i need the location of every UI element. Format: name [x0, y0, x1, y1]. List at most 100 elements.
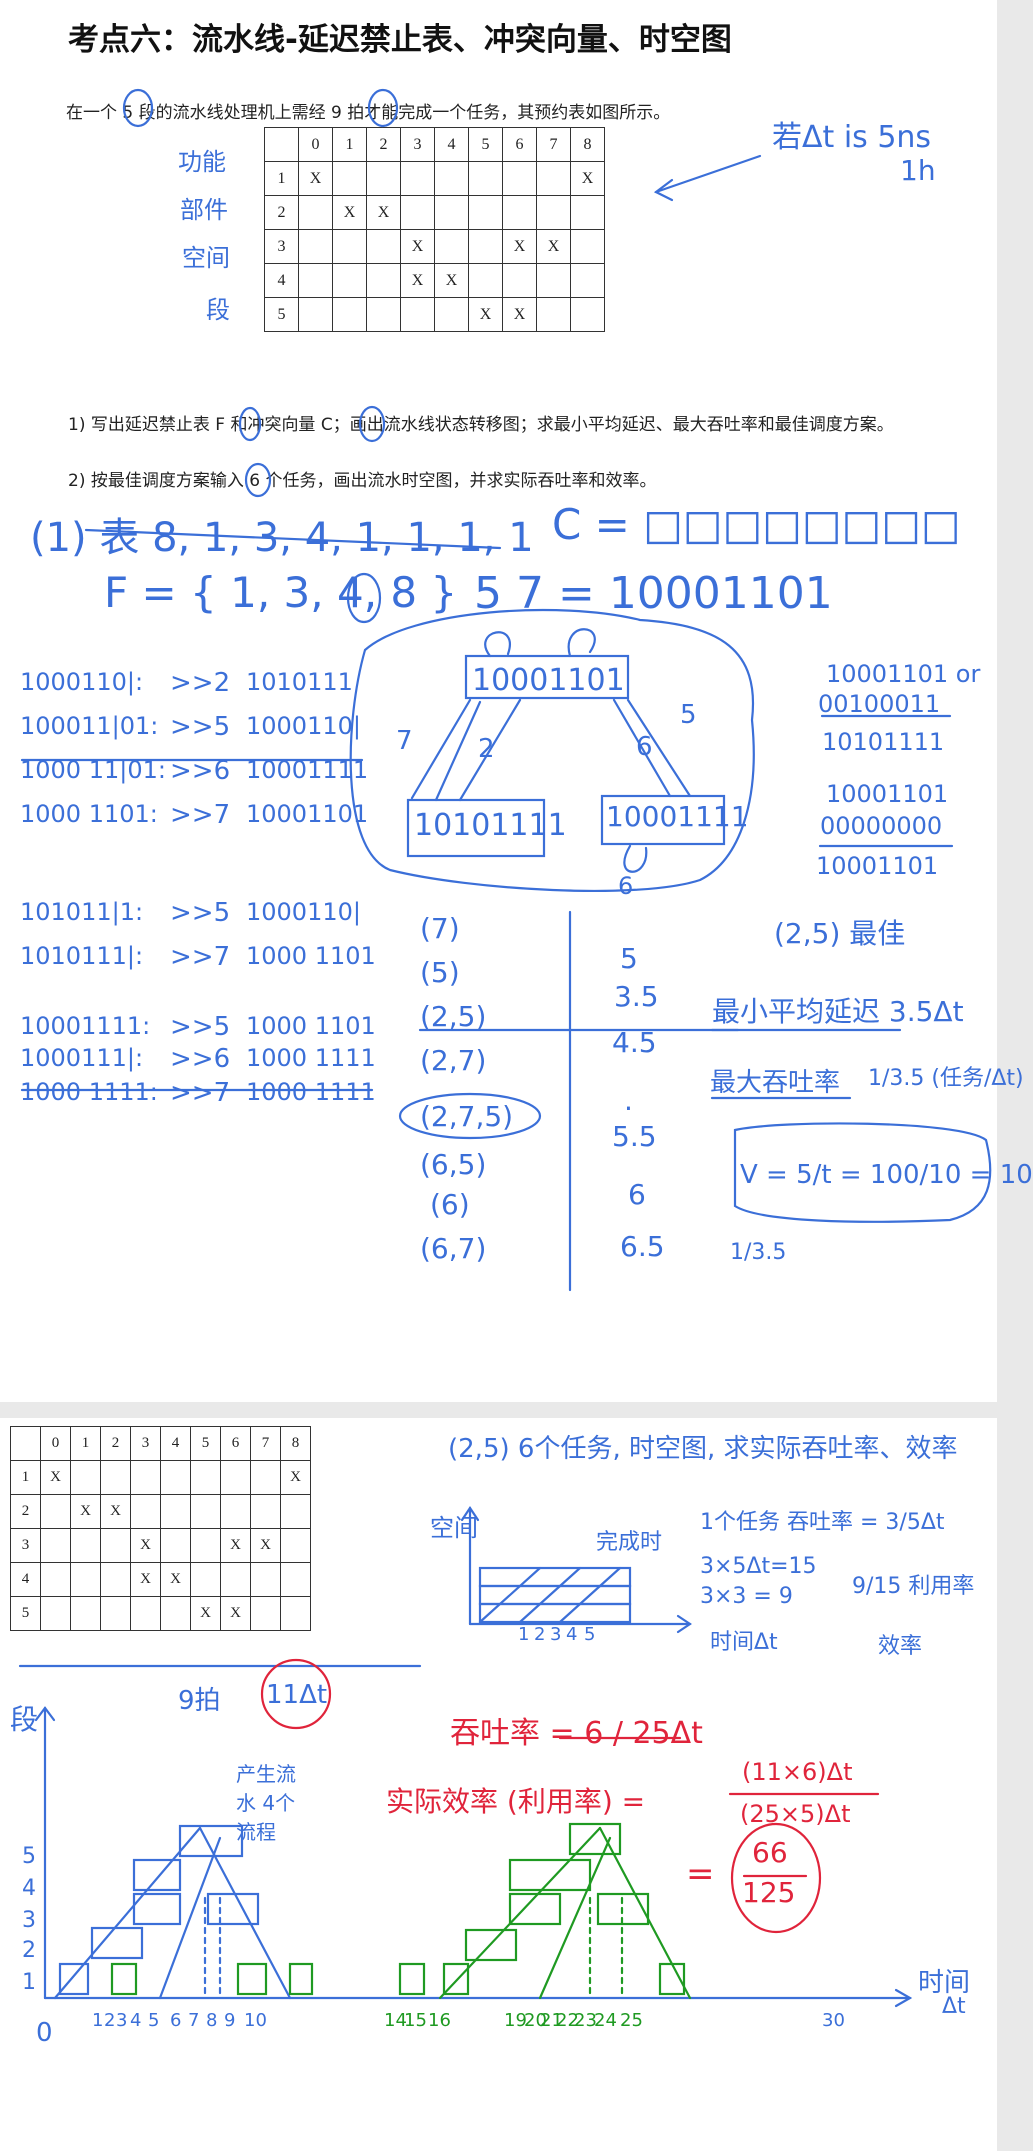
rt-cell: X — [502, 297, 537, 332]
shift-result: 1000 1101 — [246, 1012, 376, 1040]
rt2-cell: 5 — [190, 1426, 221, 1461]
axis-tick-label: 1 — [92, 2010, 104, 2031]
rt-cell — [536, 161, 571, 196]
rt-cell — [570, 229, 605, 264]
note-1h: 1h — [900, 154, 936, 187]
axis-tick-label: 4 — [22, 1876, 36, 1901]
axis-tick-label: 21 — [540, 2010, 563, 2031]
axis-tick-label: 5 — [148, 2010, 160, 2031]
efficiency-numerator: (11×6)Δt — [742, 1758, 853, 1786]
or-op-1: 10001101 or — [826, 660, 981, 688]
note-side-2: 部件 — [180, 196, 228, 224]
rt-cell — [298, 297, 333, 332]
note-side-4: 段 — [206, 296, 230, 324]
rt-cell — [468, 263, 503, 298]
arrow-label-7: 7 — [396, 726, 413, 756]
rt-cell: 1 — [332, 127, 367, 162]
rt2-cell: 8 — [280, 1426, 311, 1461]
note-delta-t: 若Δt is 5ns — [772, 120, 932, 155]
rt2-cell: 1 — [70, 1426, 101, 1461]
rt-cell: 7 — [536, 127, 571, 162]
rt-cell: X — [434, 263, 469, 298]
rt-cell — [332, 263, 367, 298]
forbidden-set: F = { 1, 3, 4, 8 } — [104, 568, 458, 617]
eleven-delta-t: 11Δt — [266, 1680, 328, 1710]
mini-axis-item: 4 — [566, 1624, 578, 1645]
axis-tick-label: 9 — [224, 2010, 236, 2031]
efficiency-label: 实际效率 (利用率) = — [386, 1785, 646, 1818]
rt-cell: 1 — [264, 161, 299, 196]
cycles-left-item: (2,7) — [420, 1044, 487, 1077]
throughput-formula: 吞吐率 = 6 / 25Δt — [450, 1716, 703, 1751]
mini-time-label: 时间Δt — [710, 1630, 778, 1655]
page2-header: (2,5) 6个任务, 时空图, 求实际吞吐率、效率 — [448, 1434, 958, 1464]
shift-amount: >>2 — [170, 668, 231, 698]
arrow-label-6a: 6 — [636, 732, 653, 762]
shift-source: 1010111|: — [20, 942, 144, 970]
cycles-right-item: 5.5 — [612, 1120, 657, 1153]
shift-result: 10001101 — [246, 800, 369, 828]
shift-amount: >>5 — [170, 712, 231, 742]
efficiency-result-num: 66 — [752, 1836, 788, 1869]
conflict-vector: C = □□□□□□□□ — [552, 500, 961, 549]
note-side-1: 功能 — [178, 148, 226, 176]
rt-cell: 8 — [570, 127, 605, 162]
rt2-cell: 6 — [220, 1426, 251, 1461]
v-formula: V = 5/t = 100/10 = 10 — [740, 1160, 1033, 1190]
mini-axis-item: 1 — [518, 1624, 530, 1645]
rt2-cell — [100, 1562, 131, 1597]
rt2-cell — [70, 1460, 101, 1495]
rt2-cell — [40, 1528, 71, 1563]
axis-tick-label: 20 — [524, 2010, 547, 2031]
rt-cell: 4 — [264, 263, 299, 298]
cycles-left-item: (2,7,5) — [420, 1100, 514, 1133]
rt-cell — [434, 229, 469, 264]
rt-cell — [502, 195, 537, 230]
rt-cell — [468, 229, 503, 264]
axis-tick-label: 14 — [384, 2010, 407, 2031]
axis-tick-label: 3 — [22, 1908, 36, 1933]
state-main: 10001101 — [472, 663, 625, 698]
axis-tick-label: 10 — [244, 2010, 267, 2031]
axis-tick-label: 23 — [574, 2010, 597, 2031]
or-op-6: 10001101 — [816, 852, 939, 880]
shift-source: 101011|1: — [20, 898, 144, 926]
mini-text-1: 1个任务 吞吐率 = 3/5Δt — [700, 1510, 945, 1535]
efficiency-equals: = — [686, 1854, 715, 1894]
min-avg-delay: 最小平均延迟 3.5Δt — [712, 995, 964, 1028]
cycles-right-item: 4.5 — [612, 1026, 657, 1059]
shift-amount: >>7 — [170, 1078, 231, 1108]
shift-result: 1000 1101 — [246, 942, 376, 970]
shift-result: 1000110| — [246, 712, 361, 740]
rt-cell — [366, 297, 401, 332]
rt2-cell — [190, 1460, 221, 1495]
axis-tick-label: 24 — [594, 2010, 617, 2031]
axis-tick-label: 30 — [822, 2010, 845, 2031]
rt-cell — [570, 195, 605, 230]
cycles-left-item: (7) — [420, 912, 460, 945]
v-denominator: 1/3.5 — [730, 1240, 787, 1265]
or-op-5: 00000000 — [820, 812, 943, 840]
rt2-cell: 1 — [10, 1460, 41, 1495]
axis-tick-label: 0 — [36, 2018, 53, 2048]
page-1: 考点六：流水线-延迟禁止表、冲突向量、时空图 在一个 5 段的流水线处理机上需经… — [0, 0, 1033, 1402]
rt-cell: 5 — [264, 297, 299, 332]
rt-cell: X — [536, 229, 571, 264]
shift-source: 1000 1111: — [20, 1078, 158, 1106]
or-op-2: 00100011 — [818, 690, 941, 718]
question-1: 1) 写出延迟禁止表 F 和冲突向量 C；画出流水线状态转移图；求最小平均延迟、… — [68, 415, 894, 435]
shift-amount: >>5 — [170, 898, 231, 928]
rt2-cell — [280, 1494, 311, 1529]
page1-ink-layer — [20, 88, 992, 1292]
rt2-cell — [280, 1596, 311, 1631]
